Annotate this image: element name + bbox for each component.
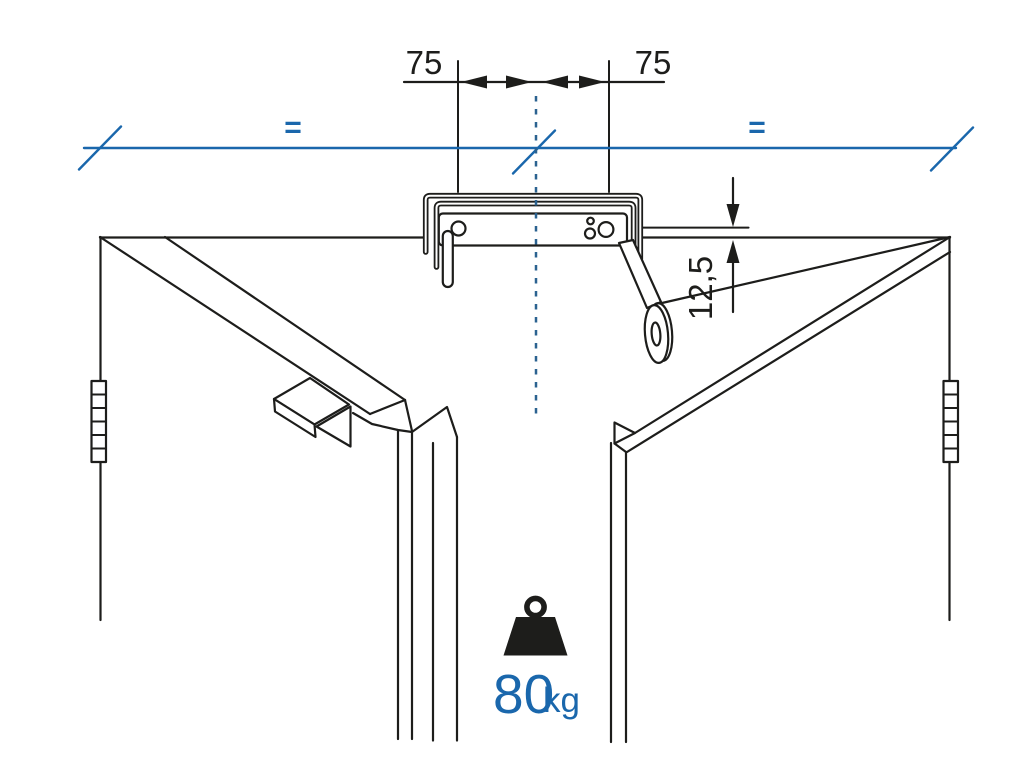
door-bracket-fitting [272,376,352,448]
arrowhead-down [726,204,740,227]
left-door-groove-edge [403,398,414,433]
right-hinge [942,379,960,464]
weight-icon [503,617,568,656]
arrowhead-right-in [542,75,568,89]
right-door-front-face-edge [625,250,952,454]
pendulum-arm [617,238,663,310]
arrowhead-right-out [579,75,605,89]
right-door-front-top-edge [633,235,952,435]
rail-profile-outer-inner-line [424,194,642,260]
left-door-end-profile-top [410,405,459,439]
alignment-lines: = = [77,111,975,175]
dim-label-75-left: 75 [406,44,443,81]
plate-hole-right [597,221,615,239]
weight-label-unit: kg [543,681,580,720]
left-door-front-top-edge [98,235,372,416]
arrowhead-left-in [506,75,532,89]
right-door-end-edge [613,442,628,454]
pendulum-disc [643,303,670,365]
mounting-plate [437,212,629,247]
max-weight: 80 kg [493,595,580,725]
left-hinge [90,379,108,464]
arrowhead-up [726,240,740,263]
bracket-plate-front [272,397,317,439]
plate-hole-mid [583,227,597,240]
equal-mark-left: = [284,111,302,144]
bracket-gusset [315,405,352,448]
dim-label-75-right: 75 [635,44,672,81]
left-door-top-end-edge [368,398,407,416]
level-line-end-tick-right [929,126,975,172]
top-dimension: 75 75 [402,44,672,193]
clearance-label: 12,5 [682,256,719,320]
weight-icon-ring [524,595,547,619]
plate-hole-small [586,216,595,226]
level-line-end-tick-left [77,125,123,171]
equal-mark-right: = [748,111,766,144]
weight-label-value: 80 [493,663,554,725]
right-door-panel [609,235,960,744]
right-door-corner-notch [613,421,637,445]
clearance-dimension: 12,5 [642,176,750,320]
pendulum-disc-slot [650,321,662,347]
right-door-back-top-edge [660,235,952,305]
arrowhead-left-out [461,75,487,89]
left-door-back-top-edge [163,235,407,402]
suspension-rail-fitting [422,192,674,365]
level-line-center-tick [511,129,557,175]
left-door-panel [90,235,459,742]
suspension-pin [441,229,454,289]
left-door-front-face-edge [351,411,414,434]
plate-hole-left [450,220,467,237]
